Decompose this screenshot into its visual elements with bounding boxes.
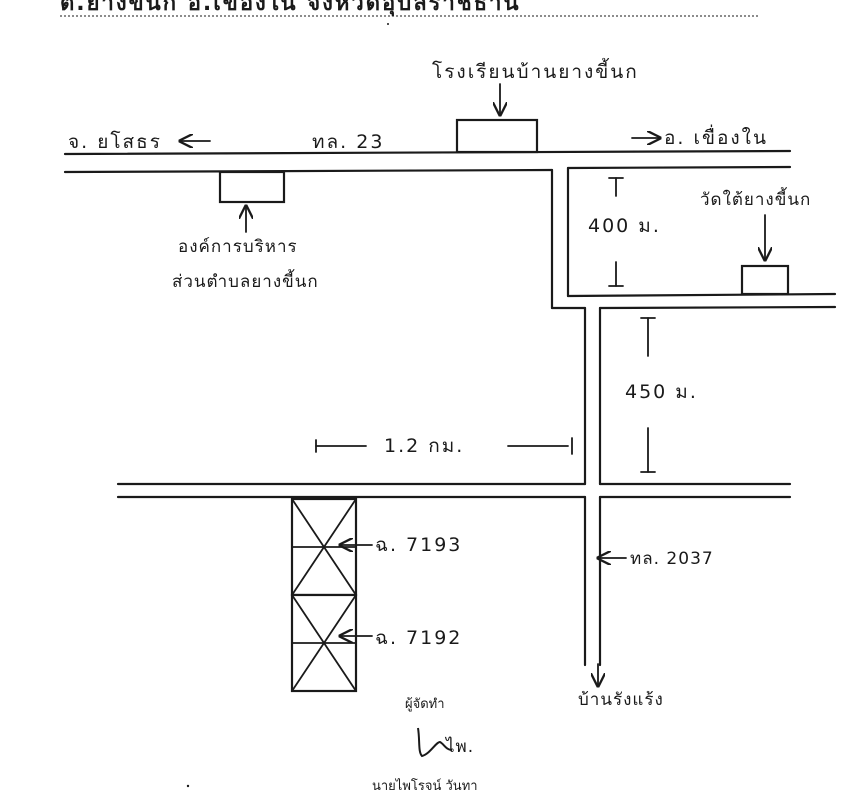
temple-building	[740, 264, 790, 296]
sao-label-line2: ส่วนตำบลยางขี้นก	[172, 269, 319, 292]
dim-450-label: 450 ม.	[625, 381, 698, 403]
dim-400-label: 400 ม.	[588, 215, 661, 237]
signature-scribble	[417, 727, 453, 758]
temple-label: วัดใต้ยางขี้นก	[700, 187, 811, 210]
signature-name: นายไพโรจน์ วันทา	[372, 778, 478, 794]
side-street-south-edge	[598, 305, 837, 310]
south-destination-label: บ้านรังแร้ง	[578, 690, 664, 710]
sao-label-line1: องค์การบริหาร	[178, 237, 298, 257]
signature-role: ผู้จัดทำ	[405, 697, 445, 712]
school-building	[455, 118, 539, 154]
dim-1200-label: 1.2 กม.	[384, 435, 464, 457]
sao-office-building	[218, 170, 286, 204]
road-2037-label: ทล. 2037	[630, 549, 714, 569]
signature-mark: ไพ.	[444, 736, 474, 757]
highway-23-north-edge	[63, 149, 792, 156]
header-title: ต.ยางขี้นก อ.เขื่องใน จังหวัดอุบลราชธานี	[60, 0, 521, 17]
highway-23-label: ทล. 23	[312, 131, 384, 153]
highway-23-south-edge-east	[566, 165, 792, 170]
school-label: โรงเรียนบ้านยางขี้นก	[432, 58, 639, 83]
side-street-north-edge	[566, 292, 837, 298]
to-east-label: อ. เขื่องใน	[664, 124, 768, 149]
highway-23-south-edge-west	[63, 168, 554, 174]
parcel-7192-label: ฉ. 7192	[375, 627, 462, 649]
parcel-7193-label: ฉ. 7193	[375, 534, 462, 556]
scan-speck	[387, 23, 389, 25]
to-west-label: จ. ยโสธร	[68, 130, 162, 153]
scan-speck	[186, 784, 190, 788]
